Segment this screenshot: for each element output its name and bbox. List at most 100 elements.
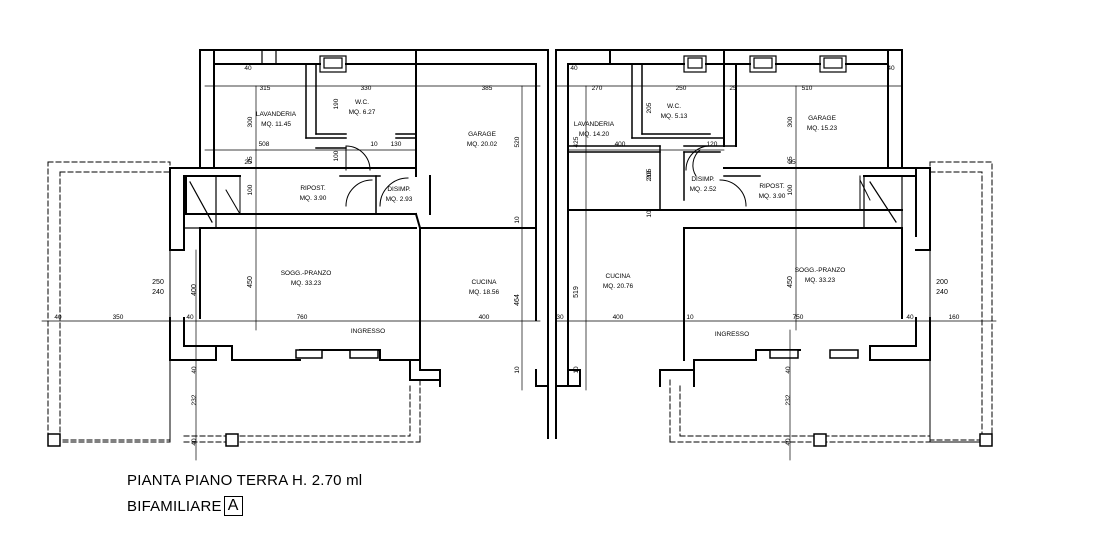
room-area: MQ. 6.27	[349, 109, 376, 116]
right-porch-outline	[669, 161, 993, 443]
dimension-label: 190	[333, 98, 340, 109]
dimension-label: 25	[247, 156, 254, 164]
dimension-label: 30	[556, 314, 564, 321]
dimension-label: 330	[361, 85, 372, 92]
left-windows	[295, 349, 379, 359]
dimension-label: 40	[570, 65, 578, 72]
room-area: MQ. 2.93	[386, 196, 413, 203]
plan-type-label: BIFAMILIARE	[127, 497, 222, 515]
dimension-label: 400	[613, 314, 624, 321]
room-area: MQ. 14.20	[579, 131, 610, 138]
dimension-label: 400	[191, 284, 198, 296]
room-name: SOGG.-PRANZO	[281, 270, 332, 277]
room-name: RIPOST.	[300, 185, 325, 192]
room-name: LAVANDERIA	[574, 121, 615, 128]
room-name: GARAGE	[808, 115, 836, 122]
dimension-label: 760	[297, 314, 308, 321]
dimension-label: 520	[514, 136, 521, 147]
dimension-label: 10	[514, 216, 521, 224]
left-doors	[225, 145, 409, 215]
dimension-label: 40	[785, 438, 792, 446]
dimension-label: 40	[244, 65, 252, 72]
dimension-label: 464	[514, 294, 521, 306]
dimension-label: 450	[247, 276, 254, 288]
porch-dimension-labels: 40 232 40 40 232 40 10 10 10 10 25 25	[191, 159, 796, 446]
dimension-label: 450	[787, 276, 794, 288]
dimension-label: 315	[260, 85, 271, 92]
dimension-label: 40	[54, 314, 62, 321]
dimension-label: 510	[802, 85, 813, 92]
vertical-dimension-labels: 300 190 100 520 425 205 300 210 25 100 1…	[247, 98, 794, 195]
room-name: LAVANDERIA	[256, 111, 297, 118]
right-chimneys	[683, 55, 903, 229]
room-name: DISIMP.	[691, 176, 715, 183]
plan-subtitle: BIFAMILIARE A	[127, 496, 243, 516]
room-labels: LAVANDERIA MQ. 11.45 W.C. MQ. 6.27 GARAG…	[256, 99, 845, 338]
dimension-label: 25	[788, 159, 796, 166]
dimension-label: 25	[244, 159, 252, 166]
dimension-label: 25	[729, 85, 737, 92]
dimension-label: 240	[936, 289, 948, 296]
room-area: MQ. 3.90	[759, 193, 786, 200]
dimension-label: 350	[113, 314, 124, 321]
dimension-label: 130	[391, 141, 402, 148]
room-name: INGRESSO	[715, 331, 749, 338]
right-unit-walls	[555, 49, 931, 439]
dimension-labels: 40 315 330 385 40 270 205 250 25 510 40 …	[244, 65, 895, 148]
room-area: MQ. 3.90	[300, 195, 327, 202]
dimension-label: 10	[646, 210, 653, 218]
room-name: W.C.	[355, 99, 369, 106]
dimension-lines	[41, 85, 997, 461]
left-porch-posts	[47, 433, 239, 447]
dimension-label: 250	[676, 85, 687, 92]
dimension-label: 10	[370, 141, 378, 148]
room-area: MQ. 33.23	[291, 280, 322, 287]
left-porch-outline	[47, 161, 421, 443]
left-chimneys	[183, 49, 347, 229]
dimension-label: 205	[646, 102, 653, 113]
dimension-label: 270	[592, 85, 603, 92]
dimension-label: 100	[247, 184, 254, 195]
dimension-label: 400	[615, 141, 626, 148]
room-name: GARAGE	[468, 131, 496, 138]
right-interior-walls	[567, 63, 761, 211]
room-name: RIPOST.	[759, 183, 784, 190]
room-name: SOGG.-PRANZO	[795, 267, 846, 274]
room-area: MQ. 18.56	[469, 289, 500, 296]
dimension-label: 40	[191, 438, 198, 446]
main-dimension-labels: 40 350 40 760 400 30 400 10 750 40 160	[54, 314, 959, 321]
dimension-label: 232	[191, 394, 198, 405]
dimension-label: 385	[482, 85, 493, 92]
dimension-label: 240	[152, 289, 164, 296]
dimension-label: 10	[573, 366, 580, 374]
room-name: INGRESSO	[351, 328, 385, 335]
dimension-label: 10	[514, 366, 521, 374]
room-area: MQ. 20.02	[467, 141, 498, 148]
dimension-label: 519	[573, 286, 580, 298]
dimension-label: 425	[573, 136, 580, 147]
dimension-label: 25	[787, 156, 794, 164]
dimension-label: 250	[152, 279, 164, 286]
dimension-label: 205	[646, 168, 653, 179]
left-interior-walls	[305, 63, 417, 215]
room-area: MQ. 5.13	[661, 113, 688, 120]
dimension-label: 40	[887, 65, 895, 72]
room-area: MQ. 2.52	[690, 186, 717, 193]
unit-badge: A	[223, 496, 243, 516]
dimension-label: 40	[906, 314, 914, 321]
room-name: CUCINA	[606, 273, 632, 280]
room-area: MQ. 15.23	[807, 125, 838, 132]
dimension-label: 210	[646, 170, 653, 181]
dimension-label: 120	[707, 141, 718, 148]
room-area: MQ. 11.45	[261, 121, 291, 128]
room-area: MQ. 33.23	[805, 277, 836, 284]
dimension-label: 100	[333, 150, 340, 161]
plan-title: PIANTA PIANO TERRA H. 2.70 ml	[127, 472, 363, 489]
dimension-label: 100	[787, 184, 794, 195]
dimension-label: 40	[785, 366, 792, 374]
dimension-label: 200	[936, 279, 948, 286]
right-windows	[769, 349, 859, 359]
dimension-label: 232	[785, 394, 792, 405]
dimension-label: 40	[191, 366, 198, 374]
